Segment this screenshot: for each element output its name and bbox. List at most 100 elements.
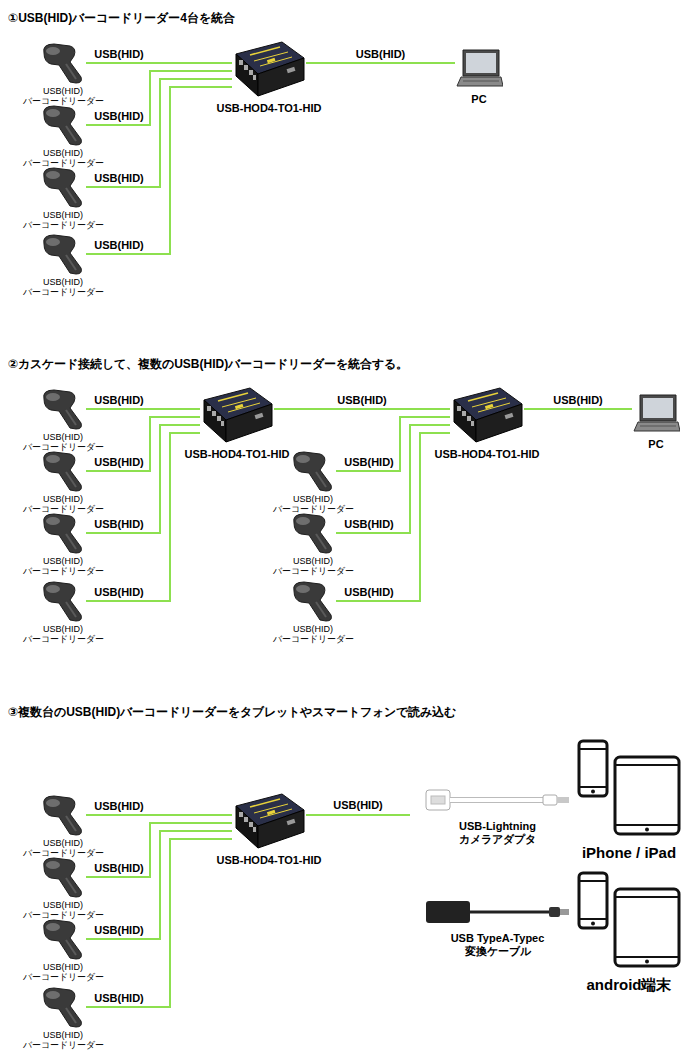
usb-hub-label: USB-HOD4-TO1-HID [172,448,302,461]
section-heading: ①USB(HID)バーコードリーダー4台を統合 [8,12,235,25]
mobile-devices: iPhone / iPad [576,738,682,836]
cable-label: USB(HID) [552,394,604,406]
barcode-reader: USB(HID) バーコードリーダー [40,918,86,960]
lightning-adapter-icon [425,786,570,814]
usb-hub-icon [200,386,274,444]
barcode-reader-icon [40,104,86,146]
barcode-reader: USB(HID) バーコードリーダー [40,512,86,554]
usb-hub-label: USB-HOD4-TO1-HID [422,448,552,461]
barcode-reader-icon [40,233,86,275]
lightning-adapter-label: USB-Lightning カメラアダプタ [428,820,568,845]
mobile-devices-icon [576,870,682,968]
cable-label: USB(HID) [333,799,383,811]
usb-hub-label: USB-HOD4-TO1-HID [204,854,334,867]
usb-hub: USB-HOD4-TO1-HID [232,792,306,850]
barcode-reader-label: USB(HID) バーコードリーダー [15,210,111,231]
mobile-devices: android端末 [576,870,682,968]
pc-icon [632,393,680,435]
cable-label: USB(HID) [93,239,145,251]
barcode-reader-label: USB(HID) バーコードリーダー [265,624,361,645]
barcode-reader-icon [290,580,336,622]
barcode-reader: USB(HID) バーコードリーダー [40,580,86,622]
usb-hub: USB-HOD4-TO1-HID [200,386,274,444]
typec-cable-icon [425,898,570,926]
barcode-reader: USB(HID) バーコードリーダー [290,512,336,554]
pc: PC [455,48,503,90]
cable-label: USB(HID) [93,110,145,122]
barcode-reader-label: USB(HID) バーコードリーダー [15,838,111,859]
pc-icon [455,48,503,90]
cable-label: USB(HID) [336,394,388,406]
pc-label: PC [636,438,676,451]
mobile-devices-icon [576,738,682,836]
usb-cable [86,425,200,533]
barcode-reader-icon [40,856,86,898]
usb-hub: USB-HOD4-TO1-HID [232,40,306,98]
mobile-devices-label: android端末 [554,976,700,993]
barcode-reader-icon [40,794,86,836]
barcode-reader-label: USB(HID) バーコードリーダー [15,432,111,453]
barcode-reader-label: USB(HID) バーコードリーダー [15,624,111,645]
usb-hub-icon [450,386,524,444]
barcode-reader-icon [40,450,86,492]
barcode-reader: USB(HID) バーコードリーダー [290,580,336,622]
barcode-reader: USB(HID) バーコードリーダー [40,233,86,275]
cable-label: USB(HID) [93,394,145,406]
barcode-reader-icon [40,512,86,554]
usb-hub: USB-HOD4-TO1-HID [450,386,524,444]
cable-label: USB(HID) [93,172,145,184]
cable-label: USB(HID) [93,586,145,598]
barcode-reader: USB(HID) バーコードリーダー [40,986,86,1028]
barcode-reader-label: USB(HID) バーコードリーダー [15,86,111,107]
barcode-reader-icon [40,166,86,208]
usb-cable [336,425,450,533]
barcode-reader-label: USB(HID) バーコードリーダー [15,1030,111,1051]
usb-cable [86,814,232,816]
usb-cable [524,408,632,410]
barcode-reader-label: USB(HID) バーコードリーダー [15,148,111,169]
barcode-reader: USB(HID) バーコードリーダー [40,42,86,84]
barcode-reader-label: USB(HID) バーコードリーダー [265,494,361,515]
cable-label: USB(HID) [93,924,145,936]
barcode-reader: USB(HID) バーコードリーダー [40,856,86,898]
usb-hub-label: USB-HOD4-TO1-HID [204,102,334,115]
typec-cable-label: USB TypeA-Typec 変換ケーブル [428,932,568,957]
barcode-reader: USB(HID) バーコードリーダー [290,450,336,492]
cable-label: USB(HID) [343,518,395,530]
barcode-reader-label: USB(HID) バーコードリーダー [265,556,361,577]
typec-cable: USB TypeA-Typec 変換ケーブル [425,898,570,926]
barcode-reader-icon [40,580,86,622]
usb-cable [86,839,232,1007]
usb-cable [86,408,200,410]
usb-cable [86,831,232,939]
usb-hub-icon [232,40,306,98]
usb-cable [86,87,232,254]
barcode-reader: USB(HID) バーコードリーダー [40,794,86,836]
section-heading: ②カスケード接続して、複数のUSB(HID)バーコードリーダーを統合する。 [8,358,408,371]
barcode-reader-icon [290,450,336,492]
pc-label: PC [459,93,499,106]
barcode-reader-icon [40,42,86,84]
usb-cable [86,79,232,187]
usb-cable [274,408,450,410]
barcode-reader-icon [290,512,336,554]
barcode-reader-icon [40,918,86,960]
usb-hub-icon [232,792,306,850]
barcode-reader-label: USB(HID) バーコードリーダー [15,962,111,983]
barcode-reader: USB(HID) バーコードリーダー [40,450,86,492]
barcode-reader-label: USB(HID) バーコードリーダー [15,494,111,515]
section-heading: ③複数台のUSB(HID)バーコードリーダーをタブレットやスマートフォンで読み込… [8,706,456,719]
barcode-reader-label: USB(HID) バーコードリーダー [15,556,111,577]
cable-label: USB(HID) [343,456,395,468]
cable-label: USB(HID) [93,48,145,60]
usb-cable-stub [306,814,410,816]
barcode-reader-icon [40,986,86,1028]
cable-label: USB(HID) [93,518,145,530]
cable-label: USB(HID) [343,586,395,598]
barcode-reader-icon [40,388,86,430]
pc: PC [632,393,680,435]
barcode-reader-label: USB(HID) バーコードリーダー [15,900,111,921]
cable-label: USB(HID) [93,862,145,874]
barcode-reader: USB(HID) バーコードリーダー [40,388,86,430]
